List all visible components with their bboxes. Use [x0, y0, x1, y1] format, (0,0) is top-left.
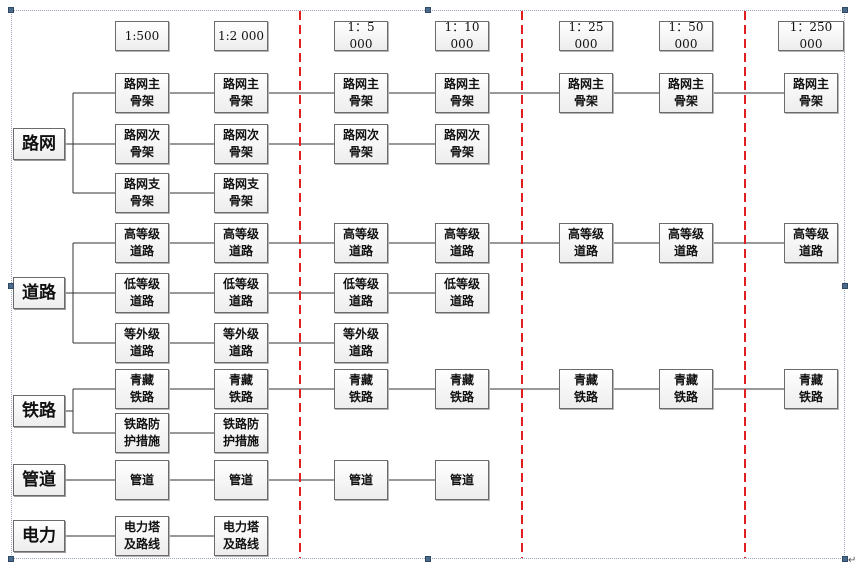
node-box: 高等级 道路	[115, 223, 169, 263]
node-box: 路网主 骨架	[214, 73, 268, 113]
node-box: 管道	[435, 460, 489, 500]
category-label-box: 管道	[13, 464, 65, 496]
node-box: 青藏 铁路	[659, 369, 713, 409]
node-box: 青藏 铁路	[115, 369, 169, 409]
node-box: 铁路防 护措施	[115, 413, 169, 453]
category-label-box: 道路	[13, 277, 65, 309]
scale-label-box: 1：50 000	[659, 20, 713, 51]
category-label-box: 铁路	[13, 395, 65, 427]
node-box: 路网主 骨架	[559, 73, 613, 113]
resize-handle-bottom-right[interactable]	[842, 556, 848, 562]
node-box: 青藏 铁路	[435, 369, 489, 409]
node-box: 高等级 道路	[559, 223, 613, 263]
node-box: 高等级 道路	[659, 223, 713, 263]
node-box: 高等级 道路	[334, 223, 388, 263]
node-box: 管道	[214, 460, 268, 500]
node-box: 管道	[334, 460, 388, 500]
category-label-box: 路网	[13, 128, 65, 160]
node-box: 高等级 道路	[784, 223, 838, 263]
node-box: 路网次 骨架	[435, 124, 489, 164]
node-box: 路网主 骨架	[334, 73, 388, 113]
node-box: 青藏 铁路	[214, 369, 268, 409]
scale-label-box: 1:2 000	[214, 21, 268, 51]
node-box: 低等级 道路	[115, 273, 169, 313]
node-box: 路网次 骨架	[334, 124, 388, 164]
node-box: 路网主 骨架	[435, 73, 489, 113]
resize-handle-top-left[interactable]	[8, 7, 14, 13]
scale-label-box: 1:500	[115, 21, 169, 51]
node-box: 管道	[115, 460, 169, 500]
node-box: 青藏 铁路	[559, 369, 613, 409]
category-label-box: 电力	[13, 520, 65, 552]
node-box: 路网支 骨架	[214, 173, 268, 213]
resize-handle-bottom-mid[interactable]	[425, 556, 431, 562]
node-box: 电力塔 及路线	[115, 516, 169, 556]
paragraph-mark: ↵	[848, 555, 857, 566]
scale-label-box: 1：5 000	[334, 20, 388, 51]
resize-handle-top-right[interactable]	[842, 7, 848, 13]
scale-label-box: 1：25 000	[559, 20, 613, 51]
node-box: 低等级 道路	[435, 273, 489, 313]
resize-handle-top-mid[interactable]	[425, 7, 431, 13]
node-box: 高等级 道路	[435, 223, 489, 263]
node-box: 等外级 道路	[334, 323, 388, 363]
resize-handle-mid-right[interactable]	[842, 283, 848, 289]
node-box: 低等级 道路	[214, 273, 268, 313]
resize-handle-bottom-left[interactable]	[8, 556, 14, 562]
node-box: 低等级 道路	[334, 273, 388, 313]
node-box: 路网主 骨架	[659, 73, 713, 113]
node-box: 路网支 骨架	[115, 173, 169, 213]
node-box: 铁路防 护措施	[214, 413, 268, 453]
scale-label-box: 1：10 000	[435, 20, 489, 51]
scale-label-box: 1：250 000	[778, 20, 844, 51]
node-box: 青藏 铁路	[334, 369, 388, 409]
node-box: 电力塔 及路线	[214, 516, 268, 556]
node-box: 路网次 骨架	[115, 124, 169, 164]
node-box: 青藏 铁路	[784, 369, 838, 409]
node-box: 等外级 道路	[214, 323, 268, 363]
node-box: 路网主 骨架	[784, 73, 838, 113]
node-box: 路网次 骨架	[214, 124, 268, 164]
node-box: 路网主 骨架	[115, 73, 169, 113]
node-box: 高等级 道路	[214, 223, 268, 263]
node-box: 等外级 道路	[115, 323, 169, 363]
resize-handle-mid-left[interactable]	[8, 283, 14, 289]
